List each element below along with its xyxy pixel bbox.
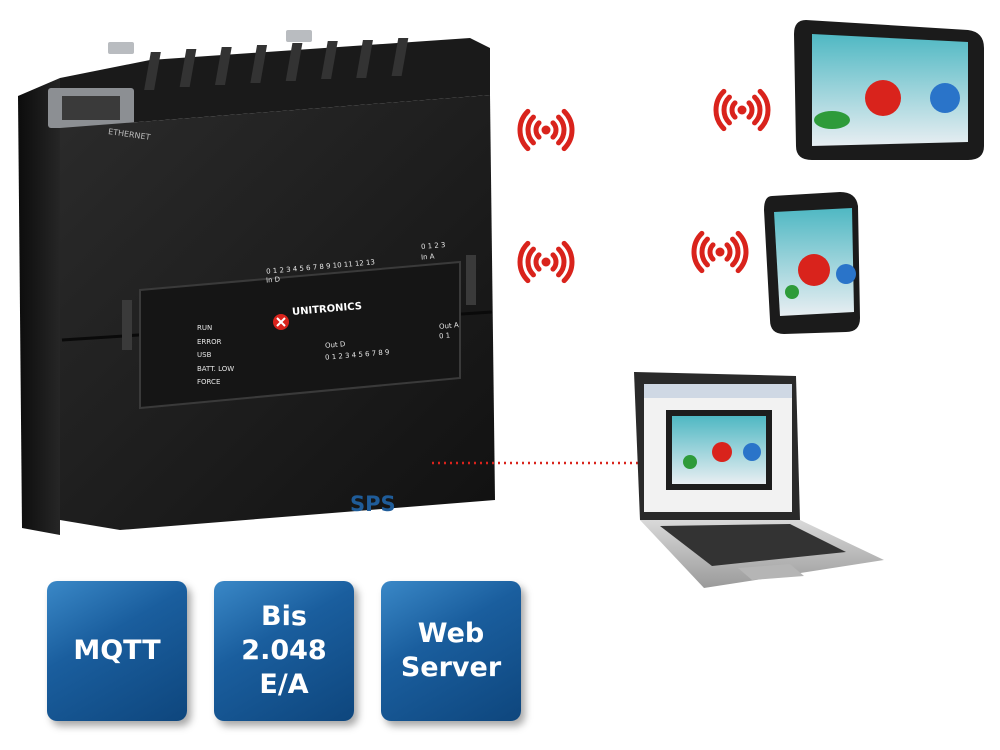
tablet-tank-blue	[930, 83, 960, 113]
tablet-device	[794, 20, 984, 160]
status-led-label: USB	[197, 351, 212, 359]
analog-outputs-group: 0 1	[438, 331, 451, 341]
status-led-label: BATT. LOW	[197, 364, 235, 373]
badge-mqtt: MQTT	[47, 581, 187, 721]
wifi-signal-icon	[713, 88, 771, 132]
plc-side-panel	[18, 78, 60, 535]
plc-device	[18, 30, 495, 535]
tablet-tank-red	[865, 80, 901, 116]
laptop-keyboard	[660, 524, 846, 566]
status-led-label: ERROR	[197, 337, 222, 346]
status-led-label: RUN	[197, 324, 213, 332]
wifi-signal-icon	[691, 230, 749, 274]
din-clip-right	[286, 30, 312, 42]
led-panel	[139, 260, 461, 410]
phone-device	[764, 192, 860, 334]
phone-pump-green	[785, 285, 799, 299]
tablet-pump-green	[814, 111, 850, 129]
phone-tank-red	[798, 254, 830, 286]
badge-web-server: Web Server	[381, 581, 521, 721]
status-led-label: FORCE	[197, 378, 221, 386]
badge-io-count: Bis 2.048 E/A	[214, 581, 354, 721]
wifi-signal-icon	[517, 108, 575, 152]
analog-inputs-label: In A	[420, 252, 435, 262]
signal-group	[517, 88, 771, 284]
laptop-trackpad	[738, 564, 804, 580]
wifi-signal-icon	[517, 240, 575, 284]
inputs-group-label: In D	[265, 275, 281, 285]
badge-label: Bis 2.048 E/A	[241, 601, 327, 700]
badge-label: MQTT	[73, 635, 161, 666]
laptop-device	[634, 372, 884, 588]
din-clip-left	[108, 42, 134, 54]
analog-outputs-label: Out A	[438, 321, 460, 331]
plc-top	[60, 38, 490, 128]
plc-top-ridges	[144, 38, 409, 90]
sps-label: SPS	[350, 492, 396, 516]
status-led-list: RUN ERROR USB BATT. LOW FORCE	[197, 322, 234, 390]
badge-label: Web Server	[400, 618, 502, 683]
phone-tank-blue	[836, 264, 856, 284]
unitronics-logo	[273, 314, 289, 330]
